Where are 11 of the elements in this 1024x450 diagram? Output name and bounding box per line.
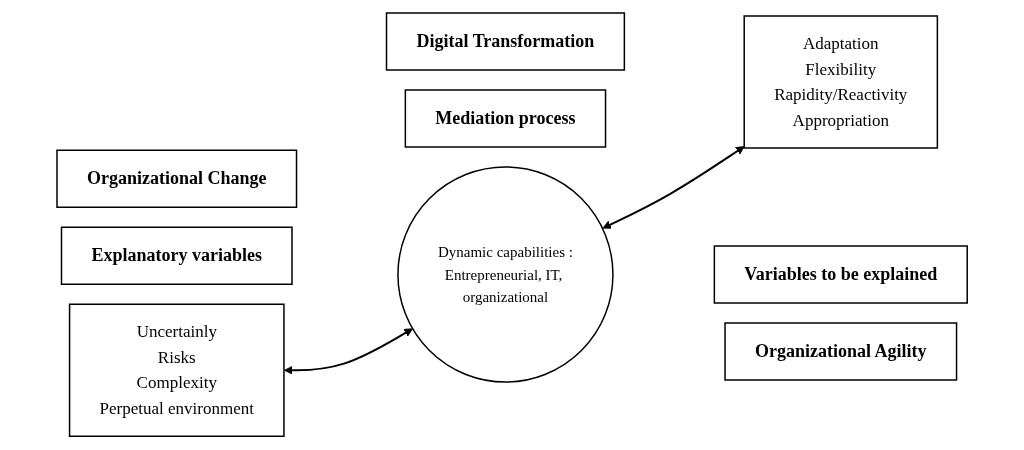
node-box: Explanatory variables bbox=[60, 226, 293, 286]
node-box: Digital Transformation bbox=[385, 12, 625, 72]
node-box: Organizational Change bbox=[56, 149, 298, 209]
arrow bbox=[283, 328, 413, 376]
node-circle: Dynamic capabilities : Entrepreneurial, IT, organizational bbox=[397, 166, 614, 384]
node-box: Mediation process bbox=[404, 89, 607, 149]
node-box: Variables to be explained bbox=[713, 245, 968, 305]
node-box: Adaptation Flexibility Rapidity/Reactivity Appropriation bbox=[743, 15, 938, 150]
node-box: Organizational Agility bbox=[724, 322, 958, 382]
arrow bbox=[602, 146, 745, 230]
node-box: Uncertainly Risks Complexity Perpetual environment bbox=[68, 303, 285, 438]
